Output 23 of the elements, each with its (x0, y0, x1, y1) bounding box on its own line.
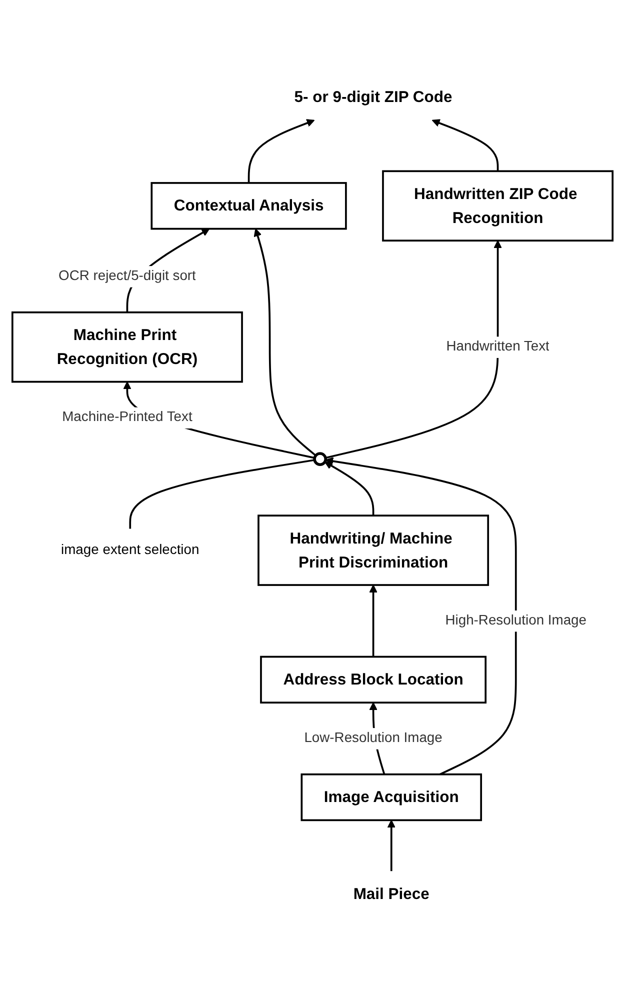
node-text: Mail Piece (353, 884, 430, 902)
edge-label: Machine-Printed Text (62, 408, 192, 425)
connector (129, 458, 315, 529)
node-text: 5- or 9-digit ZIP Code (294, 88, 452, 106)
edge-label: High-Resolution Image (445, 612, 587, 628)
arrow (325, 240, 502, 459)
arrow (324, 461, 374, 516)
node-box: Address Block Location (260, 656, 487, 704)
edge-label: Low-Resolution Image (304, 730, 442, 746)
node-box: Image Acquisition (300, 773, 482, 821)
node-circle (313, 452, 328, 466)
node-text: image extent selection (61, 542, 200, 558)
node-box: Handwriting/ Machine Print Discrimination (258, 514, 490, 586)
edge-label: Handwritten Text (446, 338, 550, 354)
arrow (387, 820, 396, 871)
arrow (432, 118, 499, 171)
node-box: Machine Print Recognition (OCR) (11, 311, 243, 383)
edge-label: OCR reject/5-digit sort (58, 268, 196, 284)
node-box: Handwritten ZIP Code Recognition (382, 170, 614, 242)
arrow (369, 584, 378, 657)
node-box: Contextual Analysis (150, 182, 347, 230)
arrow (254, 228, 316, 456)
arrow (248, 118, 315, 183)
